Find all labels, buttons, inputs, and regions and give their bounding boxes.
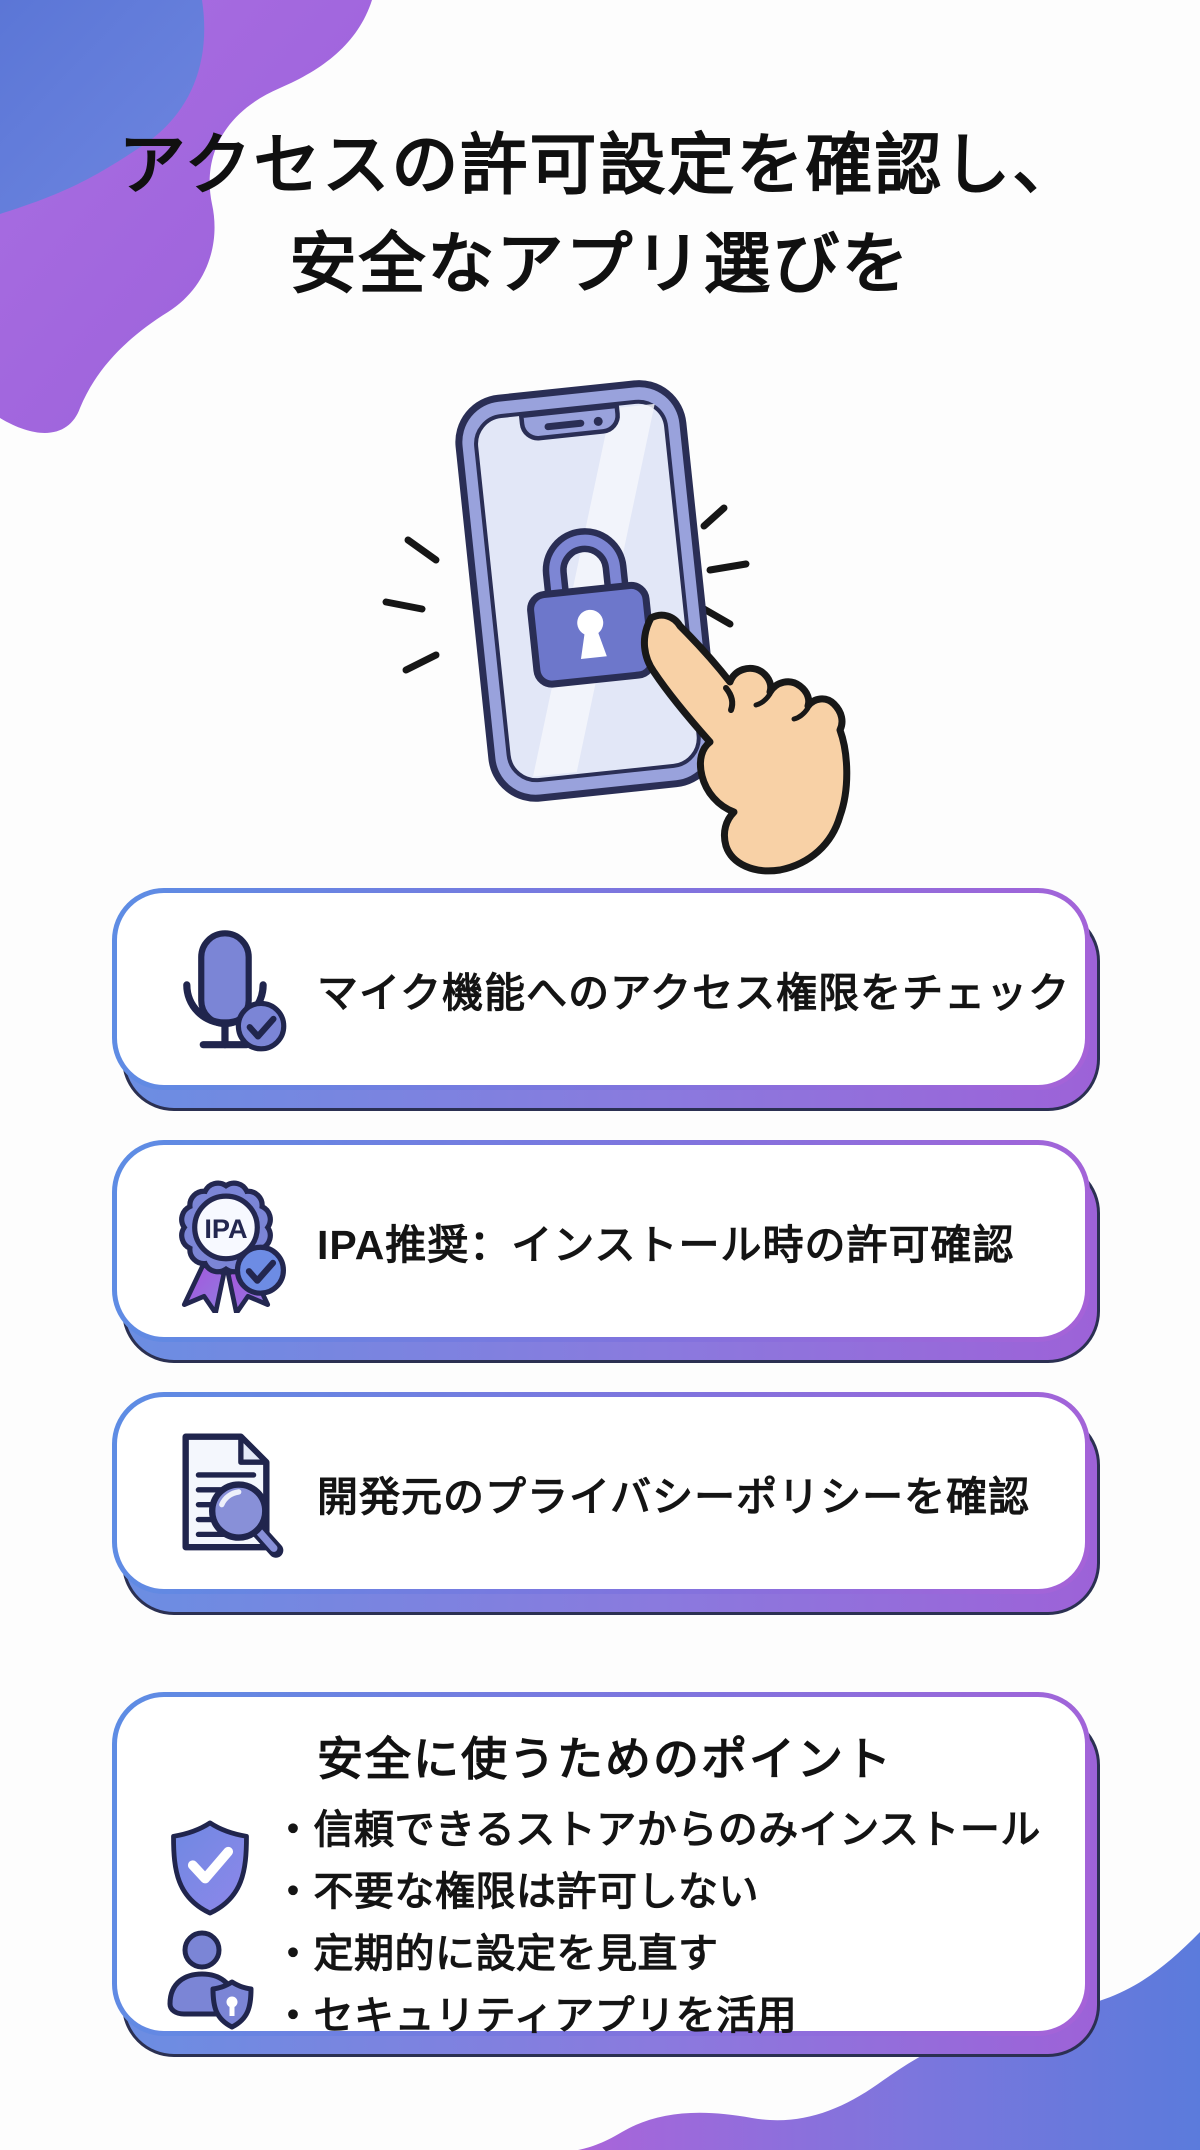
card-privacy-policy-text: 開発元のプライバシーポリシーを確認 <box>317 1474 1031 1520</box>
card-safety-points: 安全に使うためのポイント <box>112 1692 1100 2057</box>
page-title: アクセスの許可設定を確認し、 安全なアプリ選びを <box>0 116 1200 314</box>
emphasis-lines <box>382 504 750 674</box>
card-privacy-policy: 開発元のプライバシーポリシーを確認 <box>112 1392 1100 1615</box>
page-title-line1: アクセスの許可設定を確認し、 <box>118 128 1082 203</box>
document-magnifier-icon <box>157 1424 295 1562</box>
notch-speaker <box>544 419 585 431</box>
page-title-line2: 安全なアプリ選びを <box>289 227 911 303</box>
top-left-blue-blob <box>0 0 205 214</box>
user-security-icon <box>160 1926 260 2041</box>
card-ipa: IPA IPA推奨：インストール時の許可確認 <box>112 1140 1100 1363</box>
pointing-hand-icon <box>640 611 851 875</box>
card-microphone-text: マイク機能へのアクセス権限をチェック <box>317 970 1071 1016</box>
card-ipa-text: IPA推奨：インストール時の許可確認 <box>317 1222 1015 1268</box>
ipa-badge-icon: IPA <box>157 1169 295 1313</box>
smartphone-icon <box>455 380 720 802</box>
card-microphone: マイク機能へのアクセス権限をチェック <box>112 888 1100 1111</box>
shield-check-icon <box>162 1815 258 1926</box>
phone-lock-illustration <box>382 380 851 875</box>
microphone-check-icon <box>157 923 295 1055</box>
padlock-icon <box>527 528 656 688</box>
notch-camera <box>593 416 603 426</box>
point-item: ・不要な権限は許可しない <box>273 1870 759 1914</box>
bottom-right-blob <box>578 1932 1200 2150</box>
points-list: ・信頼できるストアからのみインストール ・不要な権限は許可しない ・定期的に設定… <box>273 1799 1059 2055</box>
point-item: ・定期的に設定を見直す <box>273 1932 719 1976</box>
ipa-badge-label: IPA <box>204 1213 247 1244</box>
point-item: ・セキュリティアプリを活用 <box>273 1994 798 2038</box>
point-item: ・信頼できるストアからのみインストール <box>273 1808 1041 1852</box>
points-title: 安全に使うためのポイント <box>317 1733 893 1785</box>
